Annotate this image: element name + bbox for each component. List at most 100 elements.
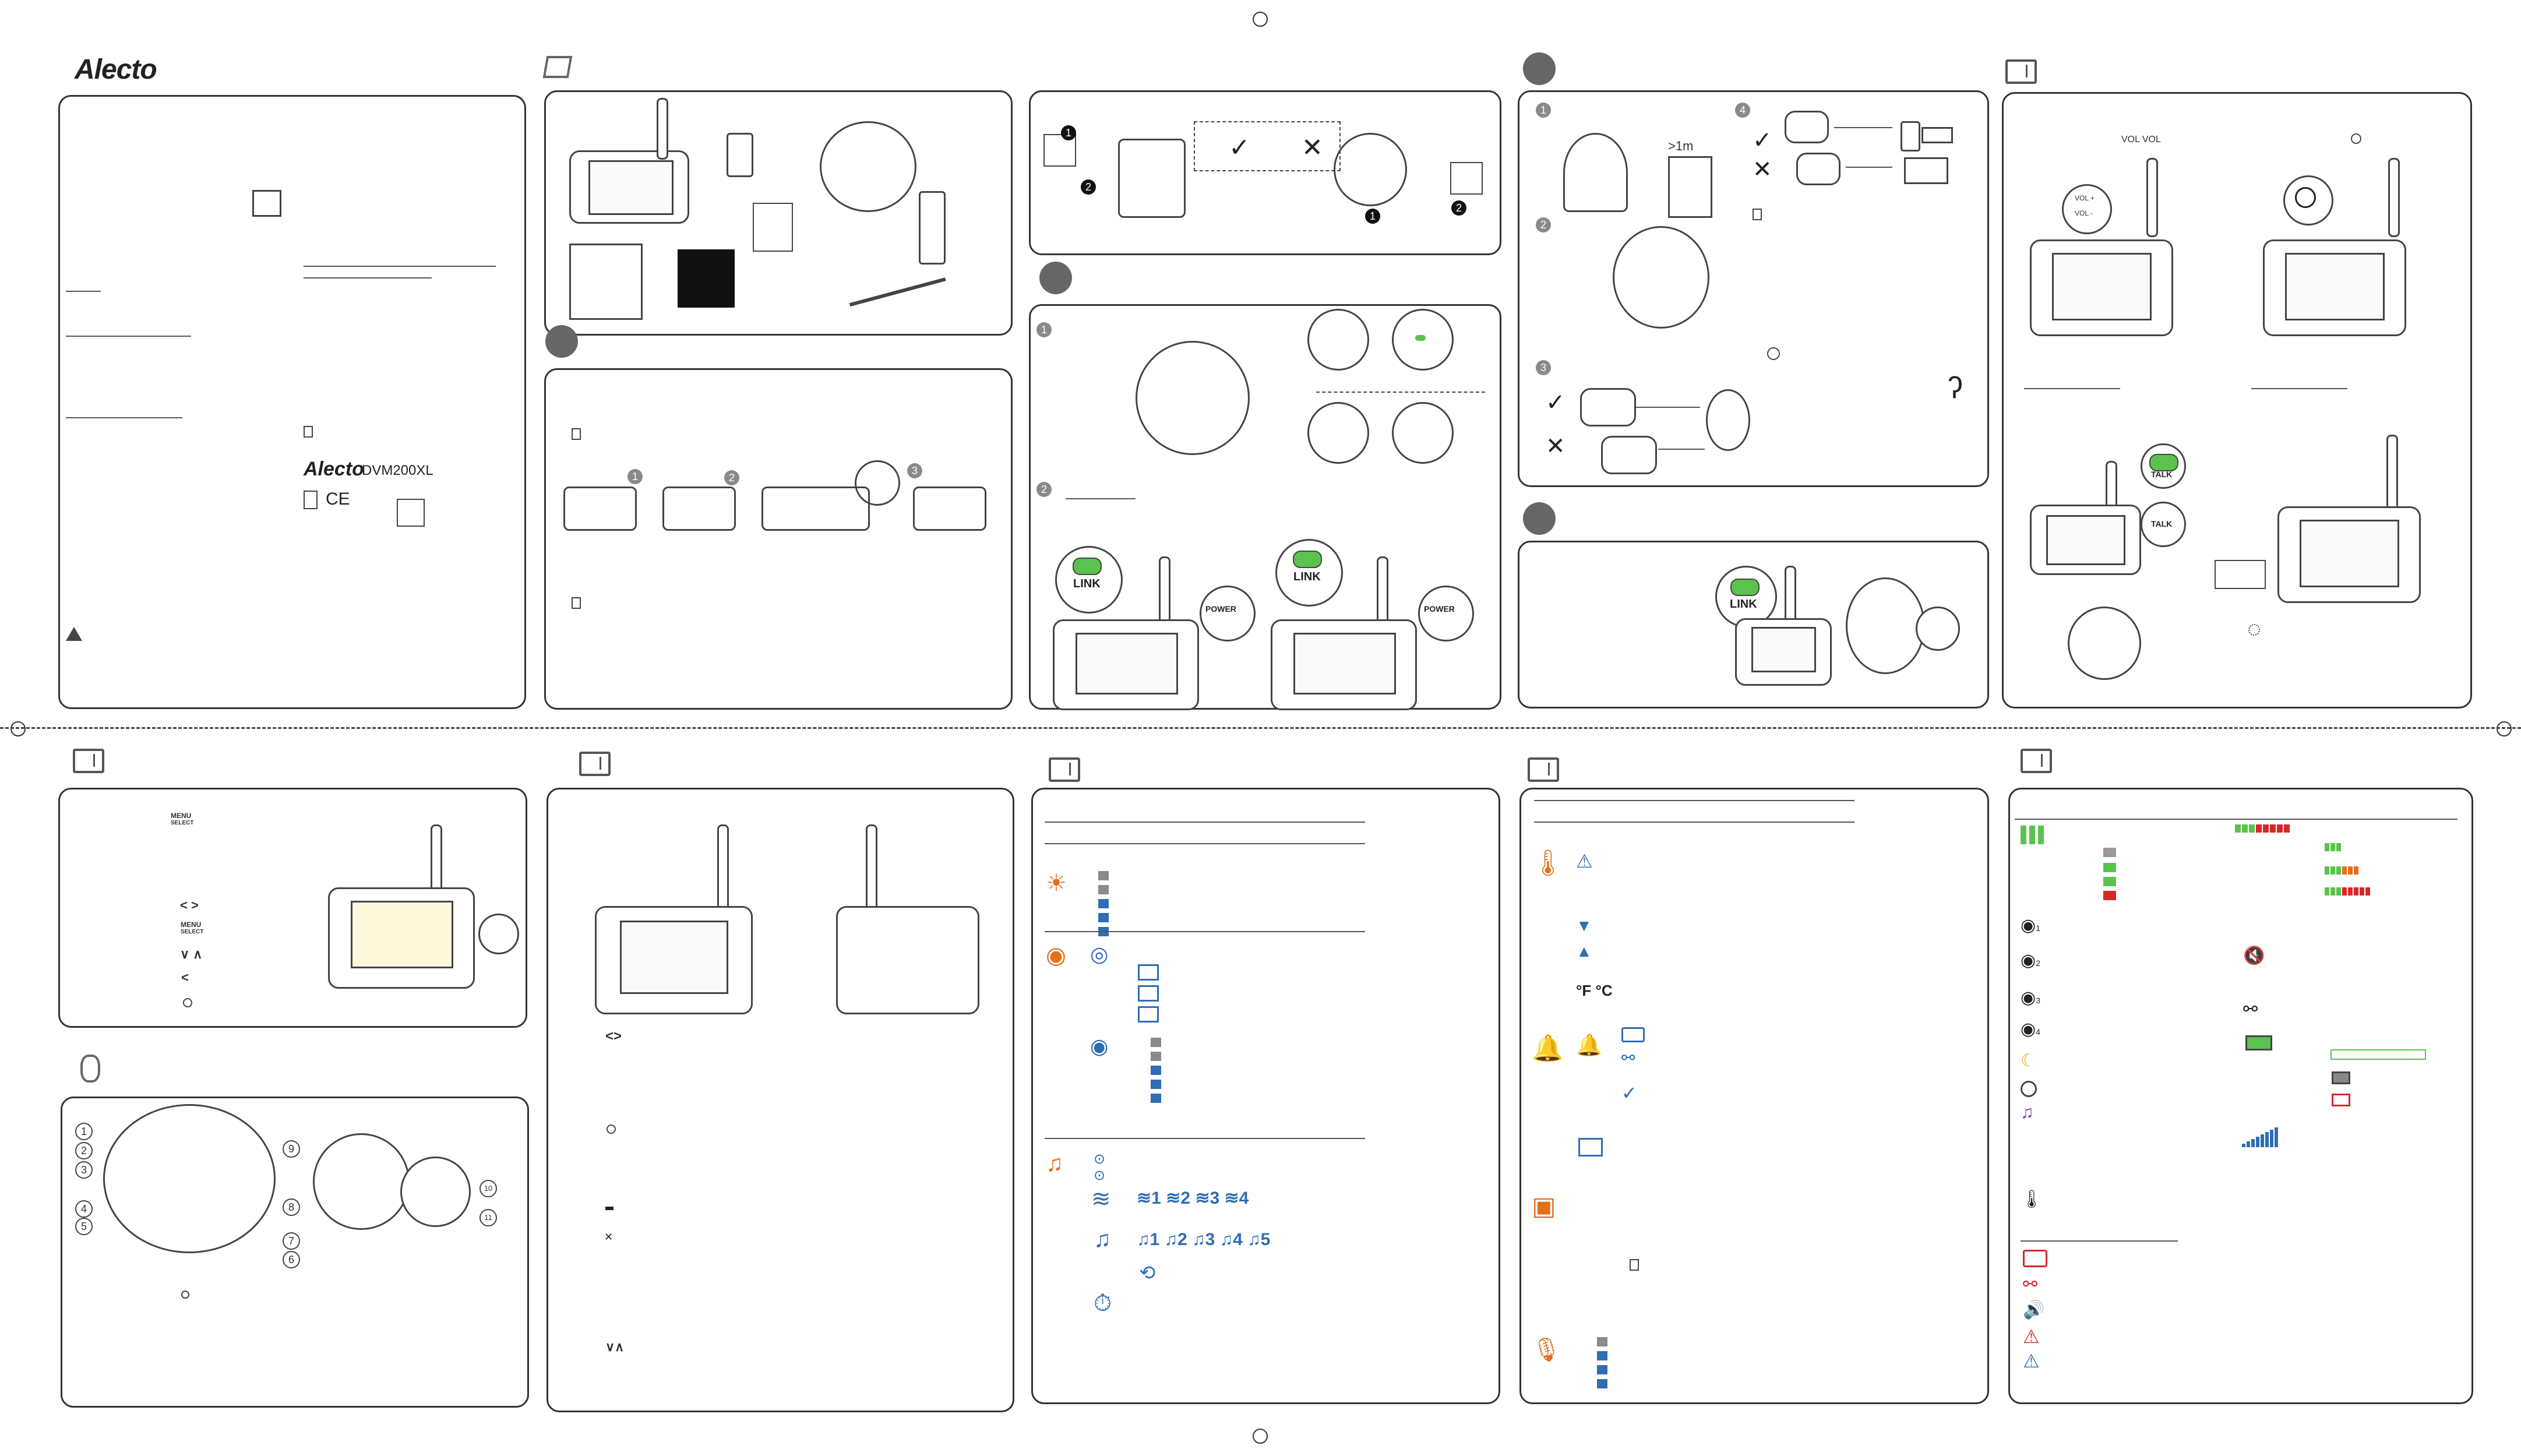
ear-icon: ʔ	[1948, 371, 1963, 405]
signal-3-icon	[2103, 848, 2116, 857]
signal-1-icon	[2103, 877, 2116, 886]
parent-unit-small	[1796, 153, 1840, 185]
monitor-icon-2	[1138, 985, 1159, 1002]
wave-1: 1	[1151, 1189, 1161, 1208]
battery-step-num: 1	[627, 469, 643, 484]
check-icon: ✓	[1546, 390, 1566, 415]
power-zoom	[1418, 586, 1474, 641]
camera-icon: ◉	[1046, 943, 1066, 968]
lr-arrows: <>	[605, 1028, 622, 1044]
step-badge	[1523, 52, 1556, 85]
parent-unit	[2030, 239, 2173, 336]
parent-unit-small	[1785, 111, 1829, 143]
callout-8: 8	[283, 1198, 300, 1216]
link-alert-icon: ⚯	[2023, 1275, 2038, 1294]
parent-unit-header-icon	[1049, 757, 1080, 782]
dresser	[1668, 156, 1712, 218]
parent-unit-header-icon	[1528, 757, 1559, 782]
panel-alarm-icons: 🌡 ⚠ ▼ ▲ °F °C 🔔 🔔 ⚯ ✓ ▣ 🎙	[1519, 788, 1989, 1404]
battery-low-icon	[2332, 1071, 2350, 1084]
registration-mark-bottom	[1253, 1429, 1268, 1444]
vol-minus-label: VOL -	[2075, 209, 2093, 217]
led-green	[1415, 335, 1426, 341]
baby-camera-small	[1706, 389, 1750, 451]
leaflet	[753, 203, 793, 252]
registration-mark-right	[2497, 721, 2512, 736]
volume-bars	[2242, 1127, 2279, 1150]
step-num: 1	[1536, 103, 1551, 118]
check-icon: ✓	[1753, 128, 1772, 153]
rule	[66, 336, 191, 337]
base-zoom	[400, 1157, 471, 1227]
panel-camera-link: LINK	[1518, 541, 1989, 708]
check-circle-icon: ✓	[1621, 1083, 1637, 1104]
battery-pack	[569, 244, 643, 320]
link-line	[1636, 407, 1700, 408]
callout-6: 6	[283, 1251, 300, 1268]
battery-step-3	[761, 486, 870, 531]
baby-camera	[1613, 226, 1709, 329]
note-icon: ♫	[1094, 1226, 1111, 1252]
parent-unit-screen	[2300, 520, 2399, 587]
alarm-icon: 🔔	[1576, 1033, 1602, 1057]
adapter	[727, 133, 753, 177]
parent-unit-screen	[1293, 633, 1396, 694]
antenna	[1377, 556, 1388, 624]
rule	[2024, 388, 2120, 389]
doc-icon	[1753, 209, 1762, 220]
parent-unit-small	[1580, 388, 1636, 426]
parent-unit-screen	[2046, 515, 2125, 565]
brightness-levels	[1098, 871, 1109, 941]
wall-socket	[1450, 162, 1483, 195]
music-status-icon: ♫	[2021, 1103, 2034, 1122]
menu-zoom	[478, 914, 519, 954]
registration-mark-top	[1253, 12, 1268, 27]
product-model: DVM200XL	[362, 463, 433, 478]
temp-alert-icon: ⚠	[2023, 1326, 2040, 1347]
rule	[1066, 498, 1136, 499]
panel-battery-install: 1 2 3	[544, 368, 1013, 710]
rule	[1534, 800, 1854, 801]
zoom-icon	[607, 1124, 616, 1134]
battery-step-num: 3	[907, 463, 922, 478]
rule	[1045, 931, 1365, 932]
correct-plug-box	[1194, 121, 1341, 171]
note-3: 3	[1205, 1230, 1215, 1249]
alarm-settings-icon: 🔔	[1532, 1034, 1564, 1063]
sound-level-high	[2325, 887, 2371, 898]
callout-4: 4	[75, 1200, 93, 1218]
panel-parent-unit-parts: <> ✕ ∨∧	[546, 788, 1014, 1412]
step-num: 2	[1536, 217, 1551, 232]
speech-bubble	[2215, 560, 2266, 589]
panel-cover: Alecto DVM200XL CE	[58, 95, 526, 709]
parent-unit	[328, 887, 475, 989]
mute-icon: ✕	[604, 1231, 613, 1243]
menu-label: MENU	[181, 921, 202, 929]
monitor-icon-3	[1138, 1006, 1159, 1023]
parent-unit-header-icon	[579, 752, 611, 776]
router-icon	[1921, 127, 1953, 143]
link-button-green	[1730, 579, 1760, 596]
note-4: 4	[1233, 1230, 1243, 1249]
quick-guide	[678, 249, 735, 308]
power-icon	[181, 1291, 189, 1299]
talk-button-green	[2149, 454, 2178, 471]
note-1: 1	[1150, 1230, 1160, 1249]
callout-10: 10	[479, 1180, 497, 1197]
camera-1-icon: ◉1	[2021, 916, 2040, 935]
link-alarm-icon: ⚯	[1621, 1049, 1635, 1067]
waves-list: ≋1 ≋2 ≋3 ≋4	[1137, 1189, 1249, 1208]
panel-placement: 1 >1m 2 3 ✓ ✕ ʔ 4 ✓ ✕	[1518, 90, 1989, 487]
callout-7: 7	[283, 1232, 300, 1250]
voice-settings-icon: 🎙	[1532, 1337, 1561, 1363]
temp-warning-icon: ⚠	[2023, 1351, 2040, 1372]
rule	[1045, 822, 1365, 823]
stop-icon: ⊙	[1094, 1168, 1106, 1183]
parent-unit-back	[836, 906, 979, 1014]
link-zoom	[1055, 546, 1123, 614]
parent-unit-screen	[2285, 253, 2385, 320]
camera-2-icon: ◉2	[2021, 951, 2040, 970]
panel-power-connection: 1 2 ✓ ✕ 1 2	[1029, 90, 1501, 255]
step-num: 1	[1365, 209, 1380, 224]
step-num: 1	[1036, 322, 1052, 337]
